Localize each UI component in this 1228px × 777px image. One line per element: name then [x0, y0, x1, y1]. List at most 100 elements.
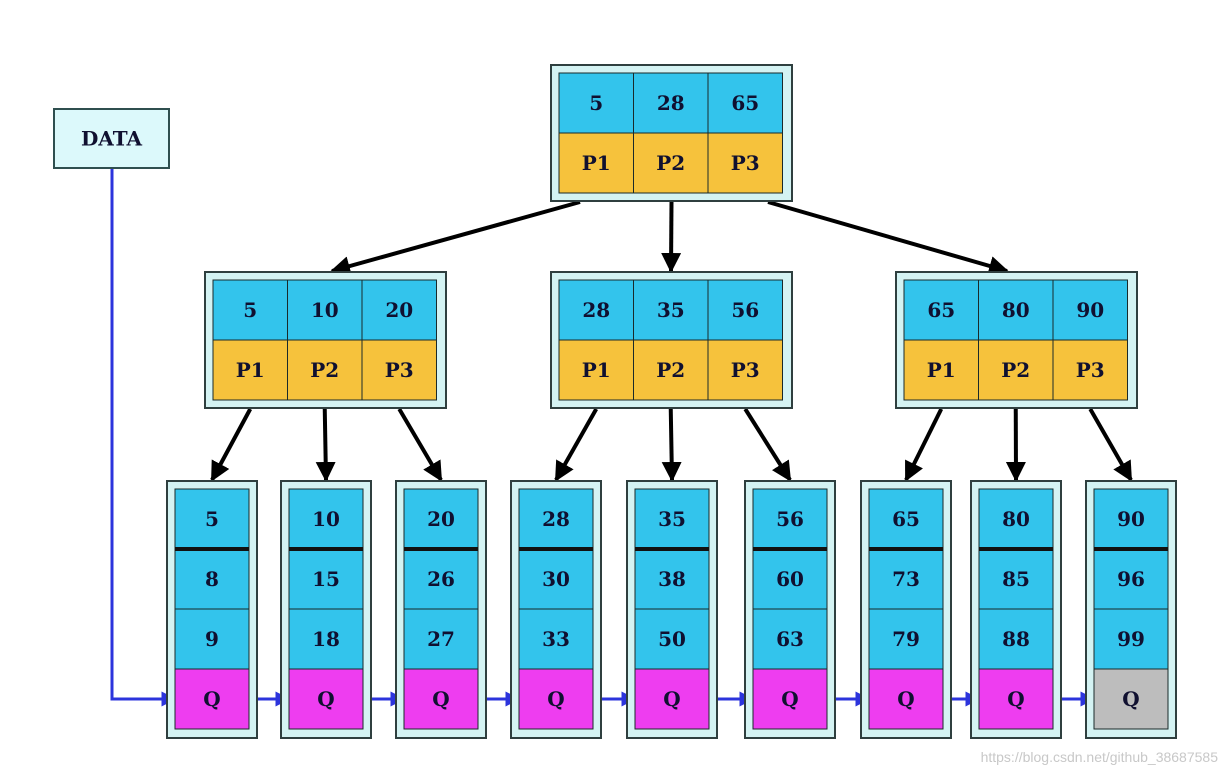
watermark: https://blog.csdn.net/github_38687585 — [981, 749, 1218, 765]
internal-node-2-key-text: 35 — [657, 298, 685, 322]
leaf-node-3-link-text: Q — [432, 687, 449, 711]
leaf-node-6-value-text: 63 — [776, 627, 804, 651]
leaf-node-5-link-text: Q — [663, 687, 680, 711]
internal-to-leaf-arrow — [325, 409, 326, 480]
leaf-node-7-value-text: 79 — [892, 627, 920, 651]
data-box: DATA — [54, 109, 169, 168]
root-node-key-text: 5 — [589, 91, 603, 115]
leaf-node-1-link-text: Q — [203, 687, 220, 711]
root-node-key-text: 28 — [657, 91, 685, 115]
leaf-node-6-link-text: Q — [781, 687, 798, 711]
root-node-pointer-text: P1 — [582, 151, 611, 175]
leaf-node-5-value-text: 50 — [658, 627, 686, 651]
leaf-node-4-value-text: 30 — [542, 567, 570, 591]
internal-to-leaf-arrow — [671, 409, 672, 480]
root-to-internal-arrow — [671, 202, 672, 271]
leaf-node-9-separator — [1094, 547, 1168, 551]
leaf-node-5: 35 38 50Q — [626, 480, 718, 739]
leaf-node-4-value-text: 33 — [542, 627, 570, 651]
leaf-node-8-value-text: 85 — [1002, 567, 1030, 591]
leaf-node-4-value-text: 28 — [542, 507, 570, 531]
internal-node-1-key-text: 20 — [385, 298, 413, 322]
leaf-node-3-separator — [404, 547, 478, 551]
internal-to-leaf-arrow — [399, 409, 441, 480]
leaf-node-8-link-text: Q — [1007, 687, 1024, 711]
data-box-label: DATA — [81, 127, 143, 151]
leaf-node-1-value-text: 8 — [205, 567, 219, 591]
internal-node-1-pointer-text: P2 — [310, 358, 339, 382]
leaf-node-6-separator — [753, 547, 827, 551]
leaf-node-5-separator — [635, 547, 709, 551]
internal-node-1-key-text: 5 — [243, 298, 257, 322]
leaf-node-9-value-text: 99 — [1117, 627, 1145, 651]
internal-node-3-key-text: 65 — [927, 298, 955, 322]
internal-node-3-pointer-text: P2 — [1001, 358, 1030, 382]
leaf-node-7-link-text: Q — [897, 687, 914, 711]
internal-node-2-pointer-text: P1 — [582, 358, 611, 382]
leaf-node-9-link-text: Q — [1122, 687, 1139, 711]
internal-node-3-pointer-text: P1 — [927, 358, 956, 382]
leaf-node-8-value-text: 88 — [1002, 627, 1030, 651]
leaf-node-1-value-text: 5 — [205, 507, 219, 531]
leaf-node-2: 10 15 18Q — [280, 480, 372, 739]
internal-node-2-key-text: 56 — [731, 298, 759, 322]
leaf-node-8: 80 85 88Q — [970, 480, 1062, 739]
internal-node-2-key-text: 28 — [582, 298, 610, 322]
internal-node-1-pointer-text: P1 — [236, 358, 265, 382]
leaf-node-9-value-text: 90 — [1117, 507, 1145, 531]
leaf-node-4-separator — [519, 547, 593, 551]
leaf-node-6-value-text: 56 — [776, 507, 804, 531]
leaf-node-9: 90 96 99Q — [1085, 480, 1177, 739]
leaf-node-4-link-text: Q — [547, 687, 564, 711]
leaf-node-3-value-text: 27 — [427, 627, 455, 651]
root-to-internal-arrow — [768, 202, 1007, 271]
leaf-node-6-value-text: 60 — [776, 567, 804, 591]
internal-to-leaf-arrow — [212, 409, 250, 480]
internal-node-1-pointer-text: P3 — [385, 358, 414, 382]
root-to-internal-arrow — [332, 202, 580, 271]
leaf-node-2-link-text: Q — [317, 687, 334, 711]
root-node-pointer-text: P3 — [731, 151, 760, 175]
leaf-node-5-value-text: 35 — [658, 507, 686, 531]
internal-to-leaf-arrow — [906, 409, 941, 480]
leaf-node-7-value-text: 73 — [892, 567, 920, 591]
internal-node-3-pointer-text: P3 — [1076, 358, 1105, 382]
root-node-key-text: 65 — [731, 91, 759, 115]
leaf-node-7-separator — [869, 547, 943, 551]
leaf-node-7: 65 73 79Q — [860, 480, 952, 739]
leaf-node-5-value-text: 38 — [658, 567, 686, 591]
data-link-arrow — [112, 168, 175, 699]
leaf-node-3: 20 26 27Q — [395, 480, 487, 739]
leaf-node-3-value-text: 20 — [427, 507, 455, 531]
leaf-node-9-value-text: 96 — [1117, 567, 1145, 591]
internal-node-2-pointer-text: P2 — [656, 358, 685, 382]
internal-node-3-key-text: 90 — [1076, 298, 1104, 322]
leaf-node-1-value-text: 9 — [205, 627, 219, 651]
internal-node-2-pointer-text: P3 — [731, 358, 760, 382]
leaf-node-8-separator — [979, 547, 1053, 551]
leaf-node-2-value-text: 15 — [312, 567, 340, 591]
internal-node-1-key-text: 10 — [311, 298, 339, 322]
internal-to-leaf-arrow — [1090, 409, 1131, 480]
leaf-node-1: 5 8 9Q — [166, 480, 258, 739]
internal-to-leaf-arrow — [556, 409, 596, 480]
leaf-node-1-separator — [175, 547, 249, 551]
leaf-node-2-value-text: 18 — [312, 627, 340, 651]
internal-node-3-key-text: 80 — [1002, 298, 1030, 322]
leaf-node-8-value-text: 80 — [1002, 507, 1030, 531]
leaf-node-2-value-text: 10 — [312, 507, 340, 531]
leaf-node-6: 56 60 63Q — [744, 480, 836, 739]
internal-to-leaf-arrow — [745, 409, 790, 480]
root-node-pointer-text: P2 — [656, 151, 685, 175]
leaf-node-4: 28 30 33Q — [510, 480, 602, 739]
leaf-node-7-value-text: 65 — [892, 507, 920, 531]
leaf-node-3-value-text: 26 — [427, 567, 455, 591]
leaf-node-2-separator — [289, 547, 363, 551]
